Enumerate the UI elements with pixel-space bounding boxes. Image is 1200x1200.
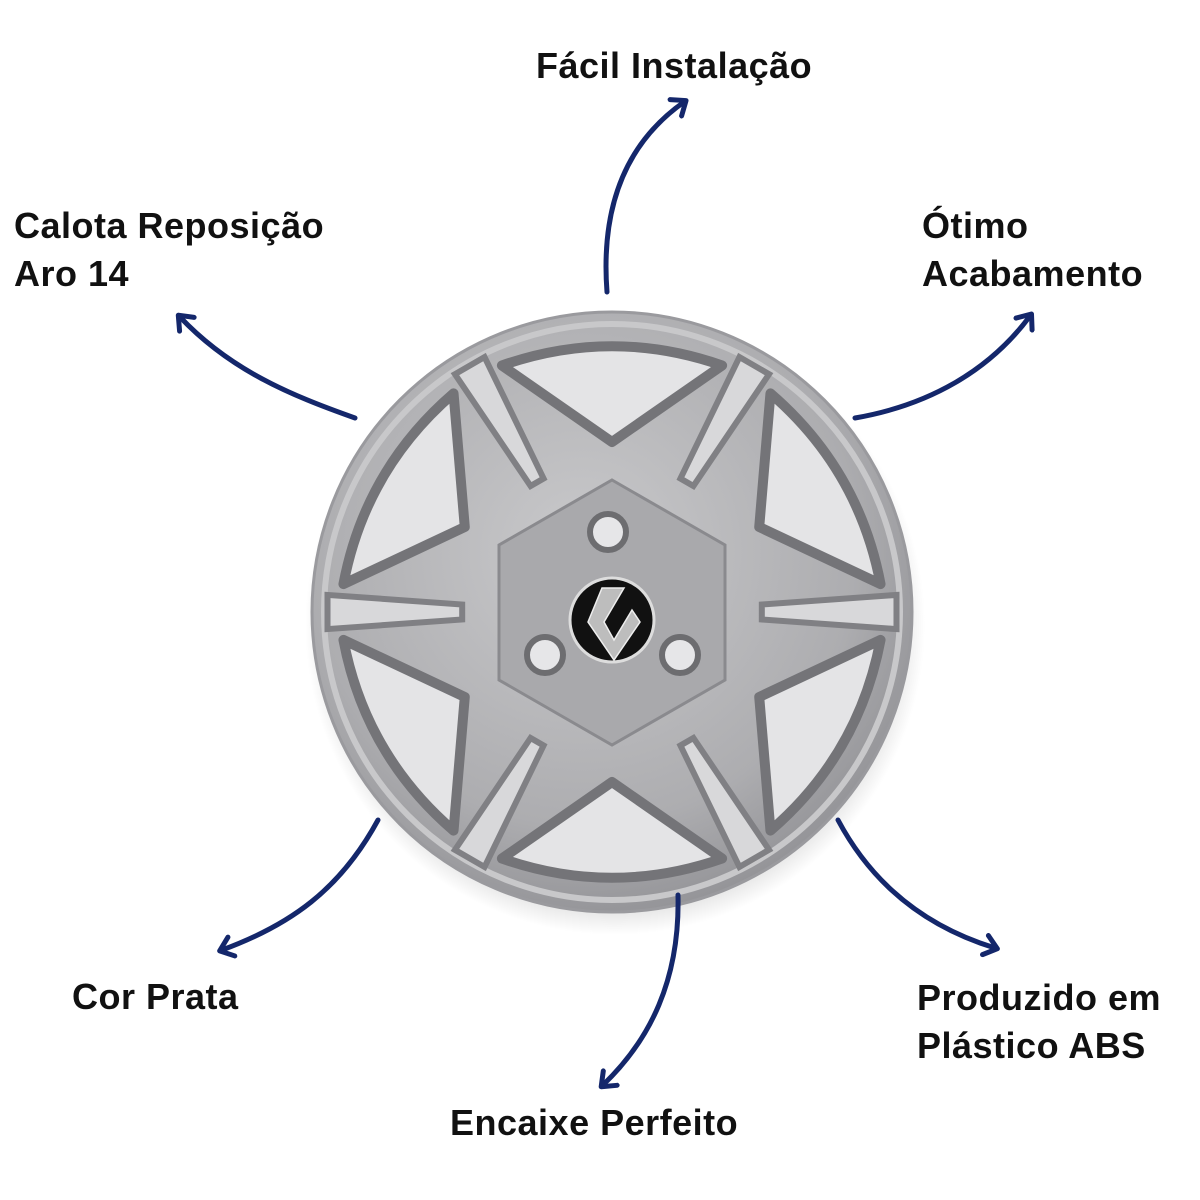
feature-text: Acabamento	[922, 253, 1144, 294]
feature-text: Calota Reposição	[14, 205, 325, 246]
arrow-top	[603, 97, 689, 295]
vent-slot	[324, 591, 466, 633]
lug-hole	[524, 634, 566, 676]
hubcap-vents	[324, 341, 900, 883]
feature-text: Plástico ABS	[917, 1025, 1146, 1066]
vent-slot	[676, 733, 774, 872]
vent-slot	[676, 352, 774, 491]
feature-text: Aro 14	[14, 253, 130, 294]
vent-opening	[496, 777, 728, 883]
feature-text: Ótimo	[922, 205, 1029, 246]
feature-text: Cor Prata	[72, 976, 239, 1017]
vent-slot	[450, 733, 548, 872]
feature-finish: Ótimo Acabamento	[922, 202, 1143, 298]
vent-opening	[338, 634, 470, 836]
lug-hole	[587, 511, 629, 553]
vent-opening	[496, 341, 728, 447]
arrow-bottom	[598, 892, 681, 1090]
feature-replacement-rim: Calota Reposição Aro 14	[14, 202, 324, 298]
vent-slot	[758, 591, 900, 633]
arrows	[175, 97, 1035, 1090]
vent-opening	[754, 388, 886, 590]
feature-color: Cor Prata	[72, 973, 239, 1021]
arrow-lower-left	[217, 817, 381, 959]
vent-slot	[450, 352, 548, 491]
hubcap	[305, 310, 925, 935]
arrow-upper-right	[852, 311, 1035, 421]
feature-easy-install: Fácil Instalação	[536, 42, 812, 90]
arrow-lower-right	[835, 817, 1000, 958]
feature-fit: Encaixe Perfeito	[450, 1099, 738, 1147]
arrow-upper-left	[175, 312, 358, 421]
vent-opening	[338, 388, 470, 590]
feature-material: Produzido em Plástico ABS	[917, 974, 1161, 1070]
lug-hole	[659, 634, 701, 676]
feature-text: Fácil Instalação	[536, 45, 813, 86]
renault-logo	[568, 576, 656, 664]
vent-opening	[754, 634, 886, 836]
feature-text: Encaixe Perfeito	[450, 1102, 739, 1143]
feature-text: Produzido em	[917, 977, 1162, 1018]
